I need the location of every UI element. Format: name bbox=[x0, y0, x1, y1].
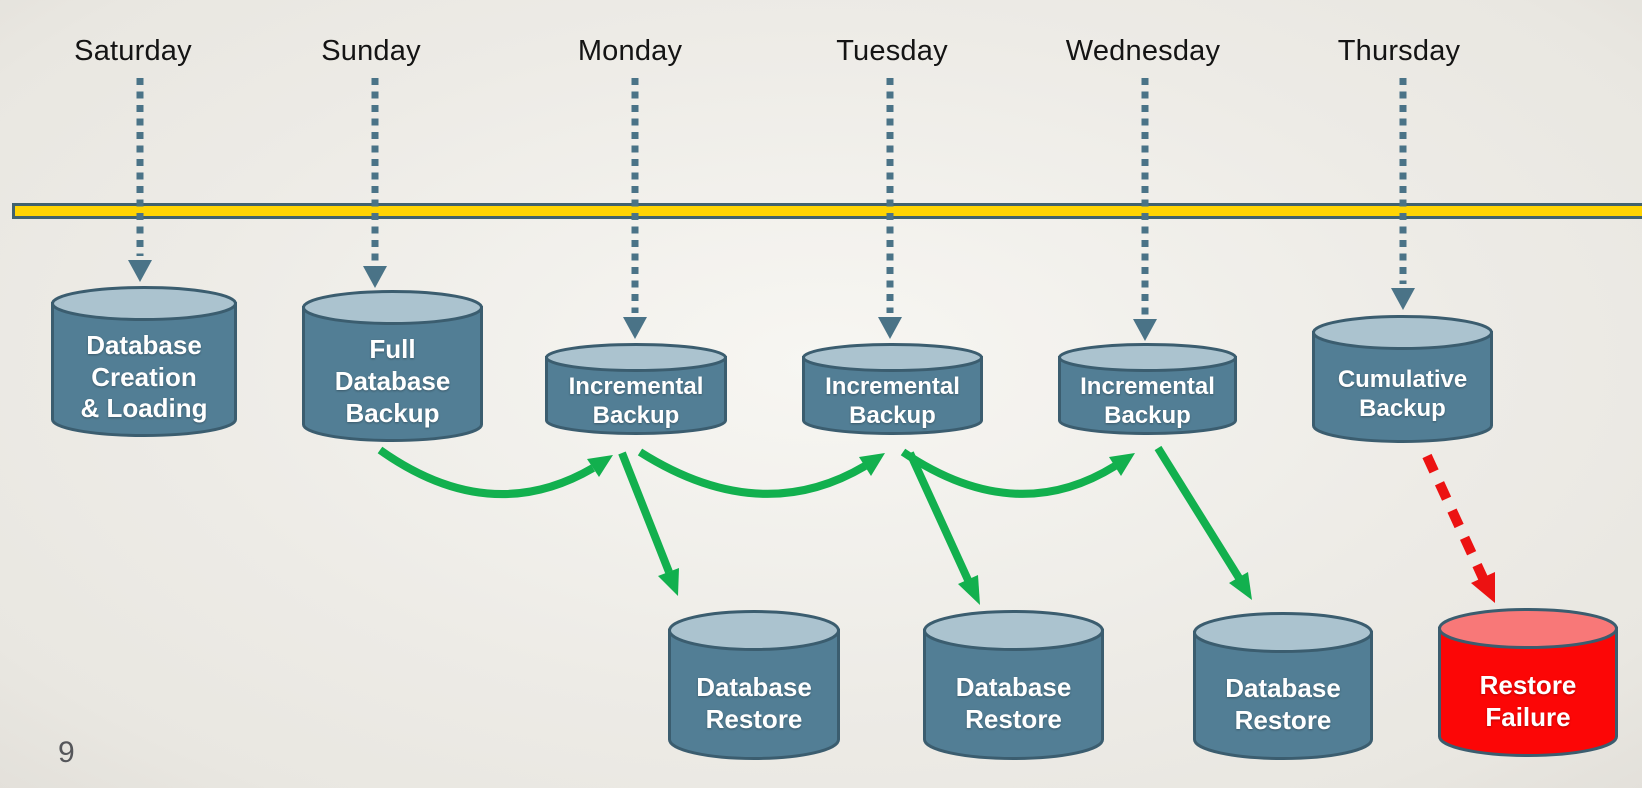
node-database-restore-wednesday: Database Restore bbox=[1193, 612, 1373, 760]
database-cylinder-icon bbox=[1058, 343, 1237, 435]
node-label: Cumulative Backup bbox=[1337, 366, 1468, 422]
day-label-wednesday: Wednesday bbox=[1065, 35, 1221, 67]
database-cylinder-icon bbox=[668, 610, 840, 760]
thursday-dotted-arrow-icon bbox=[1391, 78, 1415, 310]
tuesday-dotted-arrow-icon bbox=[878, 78, 902, 339]
node-incremental-backup-monday: Incremental Backup bbox=[545, 343, 727, 435]
node-label: Restore Failure bbox=[1479, 669, 1577, 732]
restore-arrow-monday bbox=[618, 451, 679, 596]
database-cylinder-icon bbox=[1193, 612, 1373, 760]
node-label: Incremental Backup bbox=[1080, 373, 1215, 429]
node-label: Database Restore bbox=[1225, 673, 1341, 735]
saturday-dotted-arrow-icon bbox=[128, 78, 152, 282]
wednesday-dotted-arrow-icon bbox=[1133, 78, 1157, 341]
node-label: Database Restore bbox=[696, 672, 812, 734]
restore-arrow-tuesday bbox=[906, 451, 980, 605]
node-database-creation: Database Creation & Loading bbox=[51, 286, 237, 437]
chain-arrow-incremental-tue-to-wed bbox=[900, 448, 1135, 498]
node-label: Database Restore bbox=[955, 672, 1072, 734]
node-database-restore-tuesday: Database Restore bbox=[923, 610, 1104, 760]
node-label: Incremental Backup bbox=[568, 373, 704, 429]
monday-dotted-arrow-icon bbox=[623, 78, 647, 339]
node-restore-failure: Restore Failure bbox=[1438, 608, 1618, 757]
chain-arrow-incremental-mon-to-tue bbox=[637, 448, 885, 498]
database-cylinder-icon bbox=[51, 286, 237, 437]
node-full-database-backup: Full Database Backup bbox=[302, 290, 483, 442]
day-label-monday: Monday bbox=[577, 35, 683, 67]
sunday-dotted-arrow-icon bbox=[363, 78, 387, 288]
restore-failure-dashed-arrow bbox=[1422, 453, 1495, 603]
restore-arrow-wednesday bbox=[1154, 445, 1252, 600]
node-database-restore-monday: Database Restore bbox=[668, 610, 840, 760]
chain-arrow-full-to-incremental-mon bbox=[377, 446, 613, 499]
day-label-saturday: Saturday bbox=[74, 35, 192, 67]
day-label-thursday: Thursday bbox=[1337, 35, 1461, 67]
database-cylinder-icon bbox=[302, 290, 483, 442]
database-cylinder-icon bbox=[1438, 608, 1618, 757]
page-number: 9 bbox=[58, 736, 75, 769]
node-incremental-backup-tuesday: Incremental Backup bbox=[802, 343, 983, 435]
timeline-bar bbox=[12, 203, 1642, 219]
node-incremental-backup-wednesday: Incremental Backup bbox=[1058, 343, 1237, 435]
node-label: Incremental Backup bbox=[825, 373, 960, 429]
database-cylinder-icon bbox=[923, 610, 1104, 760]
day-label-tuesday: Tuesday bbox=[836, 35, 948, 67]
node-cumulative-backup: Cumulative Backup bbox=[1312, 315, 1493, 443]
node-label: Full Database Backup bbox=[334, 334, 451, 428]
node-label: Database Creation & Loading bbox=[80, 329, 208, 424]
day-label-sunday: Sunday bbox=[321, 35, 421, 67]
database-cylinder-icon bbox=[1312, 315, 1493, 443]
database-cylinder-icon bbox=[802, 343, 983, 435]
database-cylinder-icon bbox=[545, 343, 727, 435]
